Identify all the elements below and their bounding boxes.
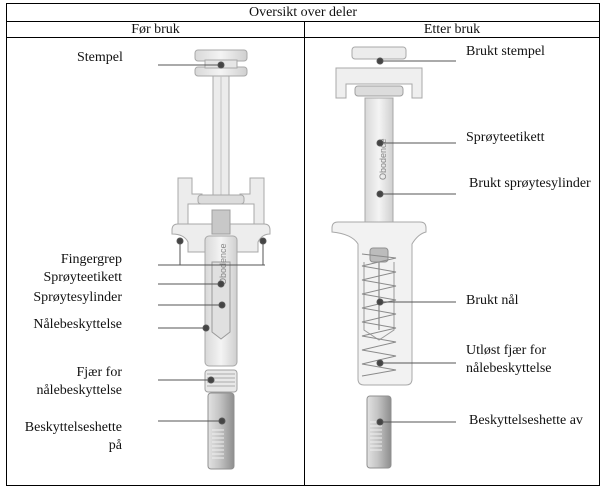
label-needle-cap-on-1: Beskyttelseshette <box>24 420 122 435</box>
label-released-spring-1: Utløst fjær for <box>466 343 547 358</box>
label-plunger: Stempel <box>77 50 123 65</box>
label-needle-cap-on-2: på <box>108 438 122 453</box>
syringe-brand-text: Obodence <box>218 243 228 285</box>
label-syringe-barrel: Sprøytesylinder <box>33 290 122 305</box>
label-needle-guard-spring-1: Fjær for <box>76 365 123 380</box>
table-title: Oversikt over deler <box>7 4 599 22</box>
label-used-plunger: Brukt stempel <box>466 44 545 59</box>
column-header-before-use: Før bruk <box>7 21 305 38</box>
label-needle-guard: Nålebeskyttelse <box>33 317 122 332</box>
needle-guard-spring <box>204 369 238 393</box>
label-released-spring-2: nålebeskyttelse <box>466 361 552 376</box>
parts-overview-table: Oversikt over deler Før bruk Etter bruk <box>6 3 600 486</box>
used-syringe-barrel <box>364 97 394 229</box>
label-needle-guard-spring-2: nålebeskyttelse <box>36 383 122 398</box>
column-header-after-use: Etter bruk <box>305 21 599 38</box>
label-finger-grip: Fingergrep <box>60 252 122 267</box>
label-used-syringe-barrel: Brukt sprøytesylinder <box>469 176 591 191</box>
needle-cap-off <box>366 395 392 469</box>
used-plunger-head <box>335 46 423 99</box>
label-used-needle: Brukt nål <box>466 293 519 308</box>
column-divider <box>304 38 305 485</box>
label-needle-cap-off: Beskyttelseshette av <box>469 413 583 428</box>
released-spring <box>361 253 397 377</box>
syringe-brand-text-after: Obodence <box>378 138 388 180</box>
label-syringe-label: Sprøyteetikett <box>43 270 122 285</box>
label-syringe-label-after: Sprøyteetikett <box>466 130 545 145</box>
